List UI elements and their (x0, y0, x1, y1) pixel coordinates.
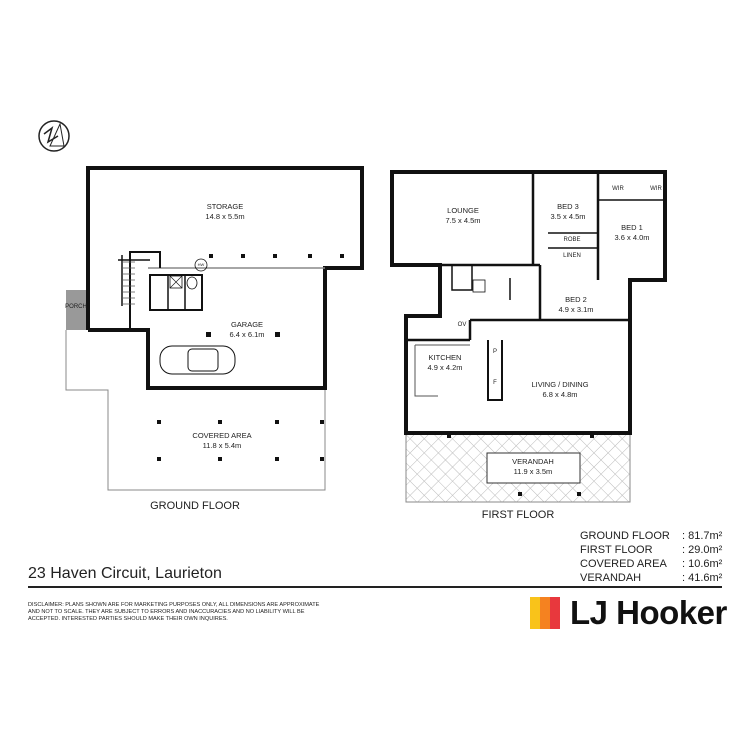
north-arrow-icon (38, 120, 70, 152)
area-value: : 10.6m² (682, 558, 723, 570)
logo-text: LJ Hooker (570, 594, 727, 631)
first-floor-title: FIRST FLOOR (481, 509, 555, 521)
area-summary: GROUND FLOOR : 81.7m² FIRST FLOOR : 29.0m²… (580, 529, 722, 585)
room-name: LIVING / DINING (531, 380, 589, 389)
area-label: COVERED AREA (580, 558, 667, 570)
room-name: KITCHEN (428, 353, 462, 362)
room-name: BED 1 (621, 223, 643, 232)
room-size: 4.9 x 4.2m (427, 363, 463, 372)
room-size: 11.8 x 5.4m (202, 441, 242, 450)
area-value: : 29.0m² (682, 544, 723, 556)
area-label: FIRST FLOOR (580, 544, 653, 556)
room-size: 4.9 x 3.1m (558, 305, 594, 314)
room-name: BED 3 (557, 202, 579, 211)
logo-bar-orange (540, 597, 550, 629)
divider (28, 586, 722, 588)
linen-label: LINEN (563, 253, 581, 259)
hot-water-label: HW (197, 262, 205, 267)
porch-label: PORCH (65, 304, 87, 310)
logo-bar-yellow (530, 597, 540, 629)
room-name: GARAGE (230, 320, 264, 329)
room-size: 7.5 x 4.5m (445, 216, 481, 225)
logo-bar-red (550, 597, 560, 629)
disclaimer-text: DISCLAIMER: PLANS SHOWN ARE FOR MARKETIN… (28, 602, 320, 622)
ground-floor-title: GROUND FLOOR (150, 500, 240, 512)
area-value: : 41.6m² (682, 572, 723, 584)
room-name: LOUNGE (447, 206, 479, 215)
oven-label: OV (457, 322, 467, 328)
hot-water-unit (194, 258, 208, 272)
fridge-label: F (493, 380, 497, 386)
area-row: GROUND FLOOR : 81.7m² (580, 529, 722, 543)
pantry-label: P (492, 349, 498, 355)
area-row: COVERED AREA : 10.6m² (580, 557, 722, 571)
wir-label: WIR (612, 186, 624, 192)
room-size: 3.5 x 4.5m (550, 212, 586, 221)
robe-label: ROBE (563, 237, 581, 243)
area-row: FIRST FLOOR : 29.0m² (580, 543, 722, 557)
room-size: 11.9 x 3.5m (513, 467, 553, 476)
room-name: BED 2 (565, 295, 587, 304)
lj-hooker-logo: LJ Hooker (530, 594, 727, 632)
room-name: COVERED AREA (192, 431, 252, 440)
room-size: 3.6 x 4.0m (614, 233, 650, 242)
ground-floor-plan (65, 166, 364, 491)
room-size: 6.8 x 4.8m (542, 390, 578, 399)
room-name: VERANDAH (512, 457, 554, 466)
car-icon (159, 345, 236, 375)
property-address: 23 Haven Circuit, Laurieton (28, 565, 222, 582)
area-row: VERANDAH : 41.6m² (580, 571, 722, 585)
first-floor-plan (390, 170, 667, 503)
area-label: VERANDAH (580, 572, 642, 584)
area-value: : 81.7m² (682, 530, 723, 542)
room-size: 14.8 x 5.5m (205, 212, 245, 221)
room-size: 6.4 x 6.1m (229, 330, 265, 339)
porch-area (66, 290, 88, 330)
room-name: STORAGE (206, 202, 244, 211)
area-label: GROUND FLOOR (580, 530, 670, 542)
wir-label: WIR (650, 186, 662, 192)
